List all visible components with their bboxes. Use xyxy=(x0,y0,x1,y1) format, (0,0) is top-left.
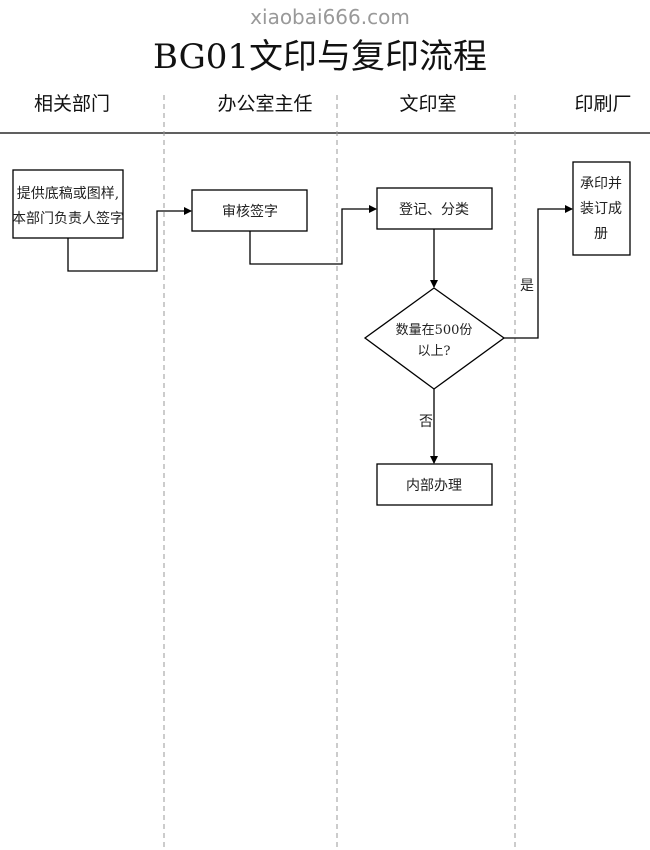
node-print-line3: 册 xyxy=(594,226,608,242)
page-title: BG01文印与复印流程 xyxy=(153,37,487,77)
node-print-line1: 承印并 xyxy=(580,176,622,192)
lane-header-printing-factory: 印刷厂 xyxy=(574,93,631,115)
node-print-line2: 装订成 xyxy=(580,201,622,217)
node-review-label: 审核签字 xyxy=(222,203,278,220)
lane-header-related-dept: 相关部门 xyxy=(34,93,110,115)
edge-label-no: 否 xyxy=(419,414,433,430)
connector-submit-review xyxy=(67,207,192,272)
node-decision: 数量在500份 以上? xyxy=(363,287,506,390)
lane-header-print-room: 文印室 xyxy=(399,93,456,115)
watermark: xiaobai666.com xyxy=(250,5,410,29)
edge-label-yes: 是 xyxy=(520,278,534,294)
node-submit-line1: 提供底稿或图样, xyxy=(17,186,119,202)
lane-header-office-director: 办公室主任 xyxy=(217,93,312,115)
node-submit: 提供底稿或图样, 本部门负责人签字 xyxy=(12,169,124,239)
connector-review-register xyxy=(249,205,377,265)
node-print: 承印并 装订成 册 xyxy=(572,161,631,256)
node-decision-line2: 以上? xyxy=(418,344,451,359)
node-internal-label: 内部办理 xyxy=(406,478,462,494)
node-decision-line1: 数量在500份 xyxy=(396,323,473,338)
node-submit-line2: 本部门负责人签字 xyxy=(12,210,124,227)
node-register: 登记、分类 xyxy=(376,187,493,230)
node-review: 审核签字 xyxy=(191,189,308,232)
node-register-label: 登记、分类 xyxy=(399,202,469,218)
node-internal: 内部办理 xyxy=(376,463,493,506)
connector-yes xyxy=(504,205,573,339)
